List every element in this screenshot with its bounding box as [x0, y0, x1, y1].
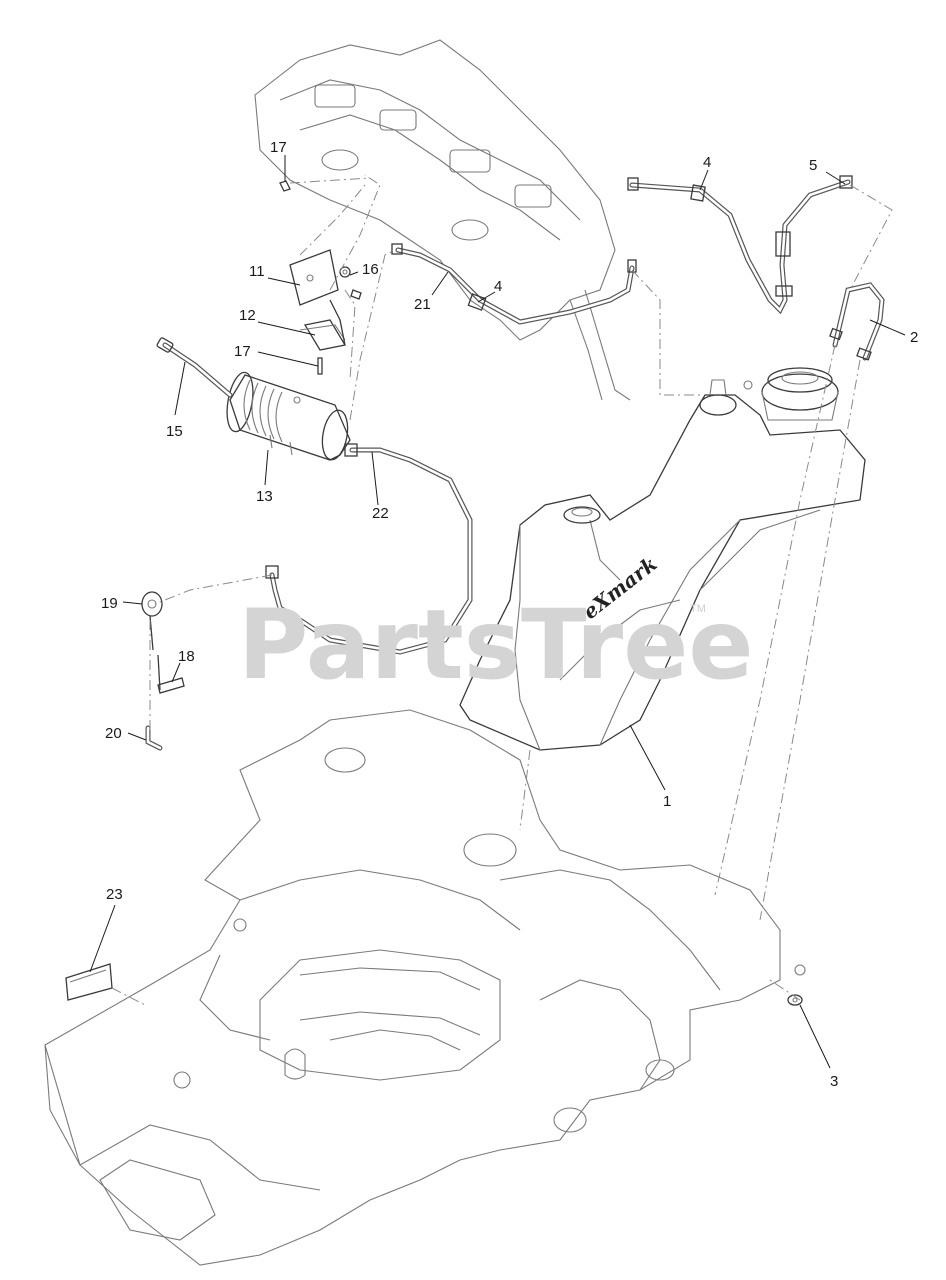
watermark: PartsTree TM	[238, 589, 753, 701]
vent-hose-21	[391, 243, 637, 325]
callout-17-lower: 17	[234, 343, 251, 360]
callout-2: 2	[910, 329, 918, 346]
watermark-trademark: TM	[690, 603, 706, 615]
vent-hose-22	[265, 443, 473, 655]
callout-4-upper: 4	[703, 154, 711, 171]
decal-23	[65, 963, 113, 1001]
callout-19: 19	[101, 595, 118, 612]
small-parts	[156, 180, 362, 398]
callout-15: 15	[166, 423, 183, 440]
callout-1: 1	[663, 793, 671, 810]
callout-4-lower: 4	[494, 278, 502, 295]
vent-hose-2	[829, 282, 885, 361]
callout-3: 3	[830, 1073, 838, 1090]
fittings	[141, 591, 185, 751]
callout-16: 16	[362, 261, 379, 278]
assembly-lines	[111, 174, 893, 1006]
callout-18: 18	[178, 648, 195, 665]
callout-13: 13	[256, 488, 273, 505]
callout-21: 21	[414, 296, 431, 313]
callout-17-upper: 17	[270, 139, 287, 156]
callout-22: 22	[372, 505, 389, 522]
canister-bracket	[289, 249, 347, 351]
callout-12: 12	[239, 307, 256, 324]
charcoal-canister	[226, 371, 351, 461]
lower-frame	[44, 709, 806, 1266]
upper-frame	[254, 39, 631, 401]
callout-11: 11	[249, 263, 265, 280]
watermark-text: PartsTree	[238, 589, 753, 701]
nut-3	[787, 994, 803, 1006]
leader-lines	[89, 155, 906, 1069]
callout-23: 23	[106, 886, 123, 903]
callouts: 1 2 3 4 4 5 11 12 13 15 16 17 17 18 19 2…	[101, 139, 918, 1090]
callout-20: 20	[105, 725, 122, 742]
callout-5: 5	[809, 157, 817, 174]
vent-hose-4-5	[627, 175, 853, 315]
